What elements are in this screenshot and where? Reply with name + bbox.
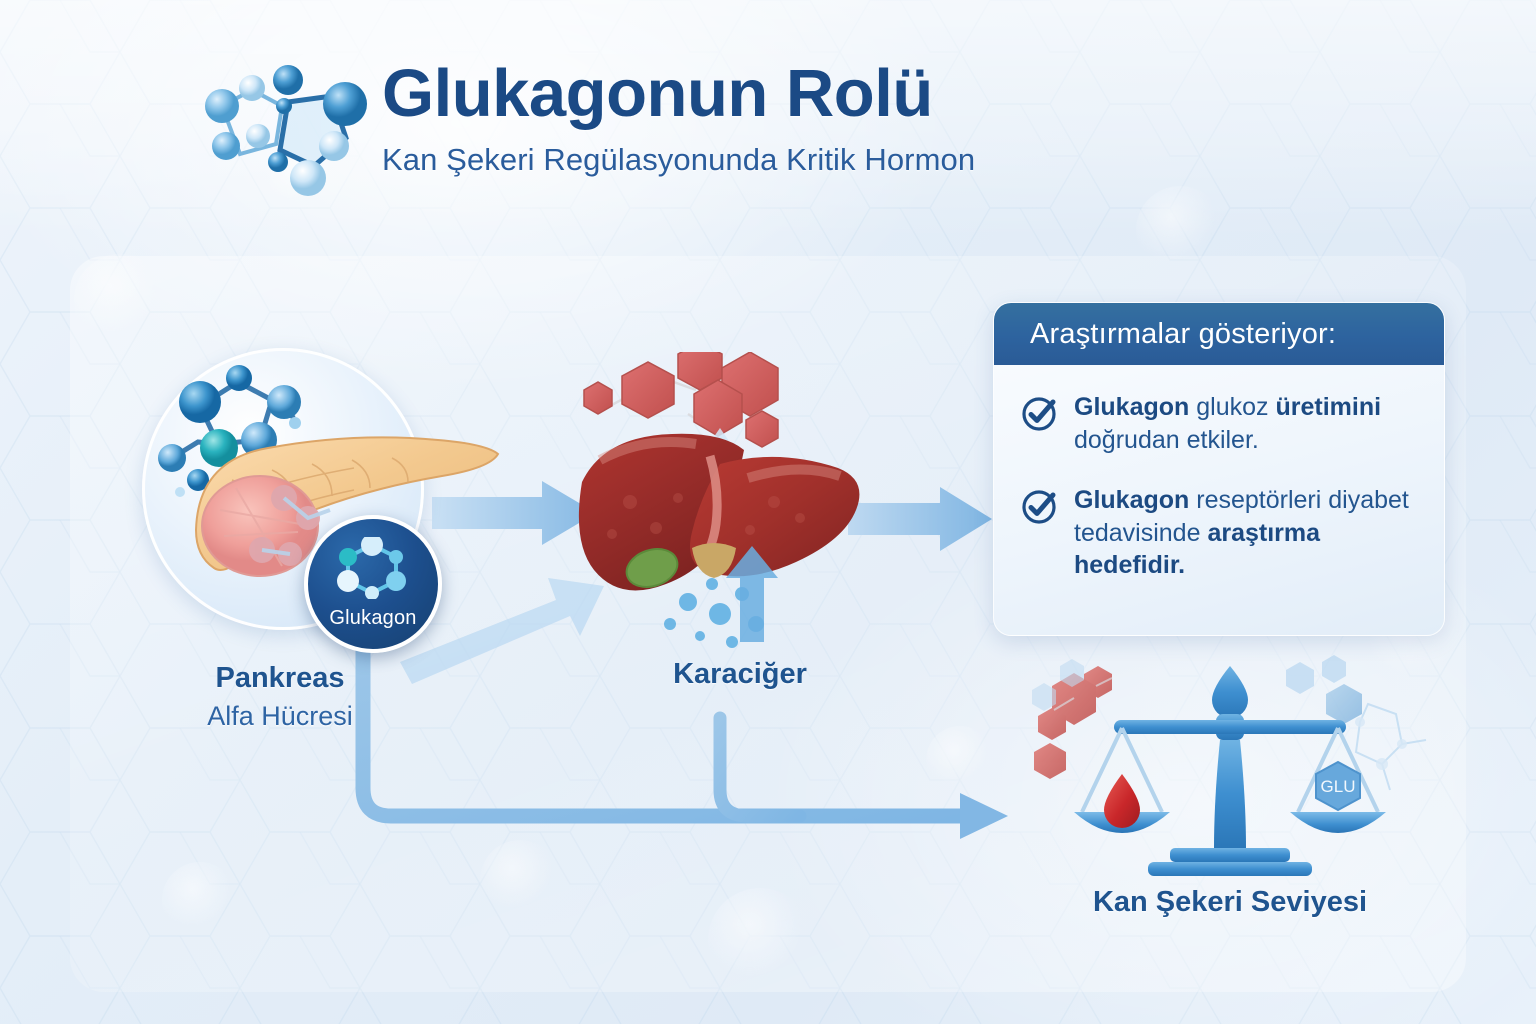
blood-sugar-caption-primary: Kan Şekeri Seviyesi (1092, 886, 1368, 918)
blood-sugar-caption: Kan Şekeri Seviyesi (1030, 886, 1430, 919)
molecule-hexagons-right (1286, 655, 1427, 791)
pancreas-caption: Pankreas Alfa Hücresi (90, 662, 470, 732)
liver-organ (578, 433, 860, 591)
title-block: Glukagonun Rolü Kan Şekeri Regülasyonund… (382, 56, 1202, 178)
research-item-bold2: araştırma hedefidir. (1074, 518, 1321, 580)
pancreas-caption-secondary: Alfa Hücresi (207, 701, 353, 731)
check-circle-icon (1022, 490, 1056, 524)
pancreas-organ (194, 436, 500, 577)
arrow-up-into-liver-icon (726, 546, 778, 642)
page-title: Glukagonun Rolü (382, 56, 933, 131)
scale-frame (1074, 666, 1386, 876)
research-item: Glukagon glukoz üretimini doğrudan etkil… (1020, 391, 1418, 456)
header: Glukagonun Rolü Kan Şekeri Regülasyonund… (0, 0, 1536, 238)
research-item-mid: glukoz (1189, 393, 1276, 421)
research-item: Glukagon reseptörleri diyabet tedavisind… (1020, 484, 1418, 582)
glu-label: GLU (1321, 777, 1356, 796)
pancreas-illustration (158, 365, 500, 577)
liver-illustration (578, 352, 860, 648)
liver-caption: Karaciğer (560, 658, 920, 691)
research-card-header: Araştırmalar gösteriyor: (994, 303, 1444, 365)
liver-caption-primary: Karaciğer (673, 658, 807, 690)
research-item-mid: reseptörleri diyabet tedavisinde (1074, 486, 1409, 547)
blood-sugar-node[interactable]: GLU (1030, 648, 1430, 880)
page-subtitle: Kan Şekeri Regülasyonunda Kritik Hormon (382, 142, 976, 178)
glucose-hexagons-left (1032, 659, 1113, 779)
research-item-text: Glukagon reseptörleri diyabet tedavisind… (1074, 484, 1418, 582)
glukagon-badge[interactable]: Glukagon (304, 515, 442, 653)
research-item-tail: doğrudan etkiler. (1074, 425, 1259, 454)
glu-hexagon-icon: GLU (1315, 760, 1361, 812)
research-item-text: Glukagon glukoz üretimini doğrudan etkil… (1074, 391, 1418, 456)
pancreas-node[interactable]: Glukagon (132, 340, 502, 653)
glukagon-badge-label: Glukagon (329, 607, 417, 629)
research-item-lead: Glukagon (1074, 393, 1190, 421)
liver-node[interactable] (560, 352, 920, 652)
research-card: Araştırmalar gösteriyor: Glukagon glukoz… (993, 302, 1445, 636)
research-item-bold2: üretimini (1275, 393, 1382, 421)
hexagon-molecule-icon (337, 537, 406, 599)
check-circle-icon (1022, 397, 1056, 431)
blood-drop-icon (1104, 774, 1140, 828)
pancreas-caption-primary: Pankreas (215, 662, 345, 694)
balance-scale-illustration: GLU (1032, 655, 1427, 876)
glucose-hexagon-cluster-icon (583, 352, 779, 448)
research-item-lead: Glukagon (1074, 486, 1190, 514)
molecule-icon (205, 65, 367, 196)
research-item-list: Glukagon glukoz üretimini doğrudan etkil… (994, 365, 1444, 582)
research-card-title: Araştırmalar gösteriyor: (1030, 317, 1337, 350)
